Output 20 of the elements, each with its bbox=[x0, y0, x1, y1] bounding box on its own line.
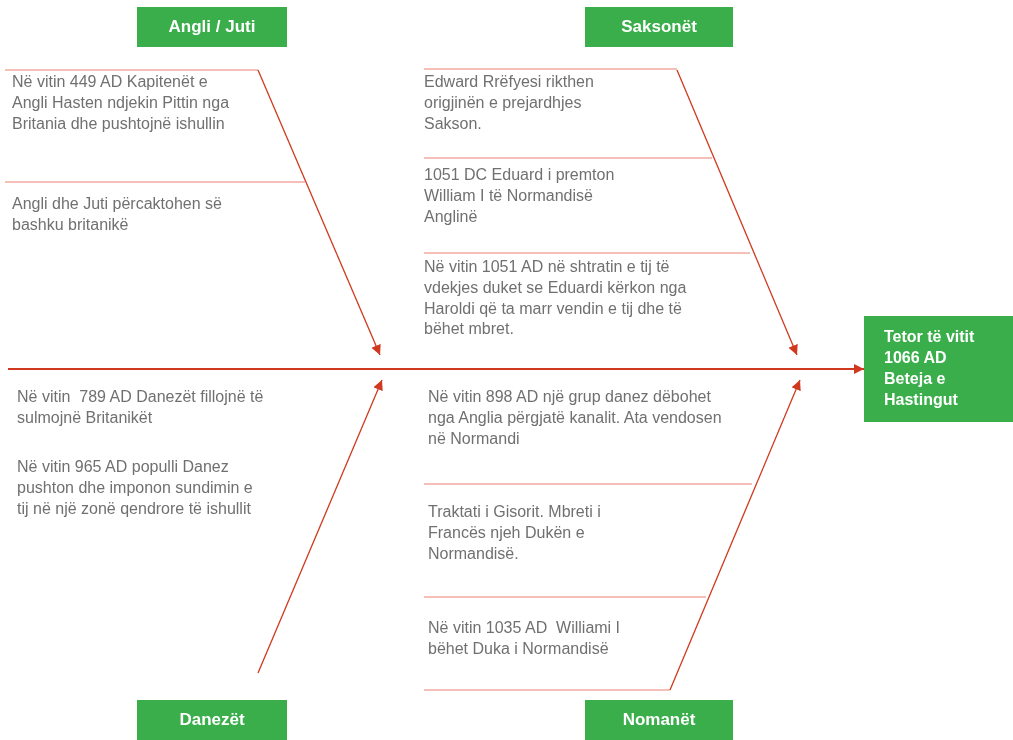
cause-text: Në vitin 449 AD Kapitenët e Angli Hasten ndjekin Pittin nga Britania dhe pushtojnë ishullin bbox=[12, 72, 231, 134]
effect-box: Tetor të vitit 1066 AD Beteja e Hastingut bbox=[864, 316, 1013, 422]
category-box: Nomanët bbox=[585, 700, 733, 740]
cause-text: Në vitin 965 AD populli Danez pushton dhe imponon sundimin e tij në një zonë qendrore të ishullit bbox=[17, 457, 254, 519]
arrow bbox=[676, 69, 798, 356]
cause-text: Traktati i Gisorit. Mbreti i Francës njeh Dukën e Normandisë. bbox=[428, 502, 602, 564]
category-box: Danezët bbox=[137, 700, 287, 740]
cause-text: Edward Rrëfyesi rikthen origjinën e prejardhjes Sakson. bbox=[424, 72, 595, 134]
arrow bbox=[257, 379, 383, 674]
arrow bbox=[8, 364, 864, 374]
cause-text: 1051 DC Eduard i premton William I të Normandisë Anglinë bbox=[424, 165, 616, 227]
arrow bbox=[257, 69, 381, 356]
cause-text: Në vitin 789 AD Danezët fillojnë të sulmojnë Britanikët bbox=[17, 387, 265, 428]
cause-text: Në vitin 1035 AD Williami I bëhet Duka i Normandisë bbox=[428, 618, 622, 659]
cause-text: Në vitin 898 AD një grup danez dëbohet nga Anglia përgjatë kanalit. Ata vendosen në Normandi bbox=[428, 387, 723, 449]
category-box: Saksonët bbox=[585, 7, 733, 47]
cause-text: Angli dhe Juti përcaktohen së bashku britanikë bbox=[12, 194, 223, 235]
arrow bbox=[669, 379, 801, 691]
cause-text: Në vitin 1051 AD në shtratin e tij të vdekjes duket se Eduardi kërkon nga Haroldi që ta marr vendin e tij dhe të bëhet mbret. bbox=[424, 257, 688, 340]
category-box: Angli / Juti bbox=[137, 7, 287, 47]
